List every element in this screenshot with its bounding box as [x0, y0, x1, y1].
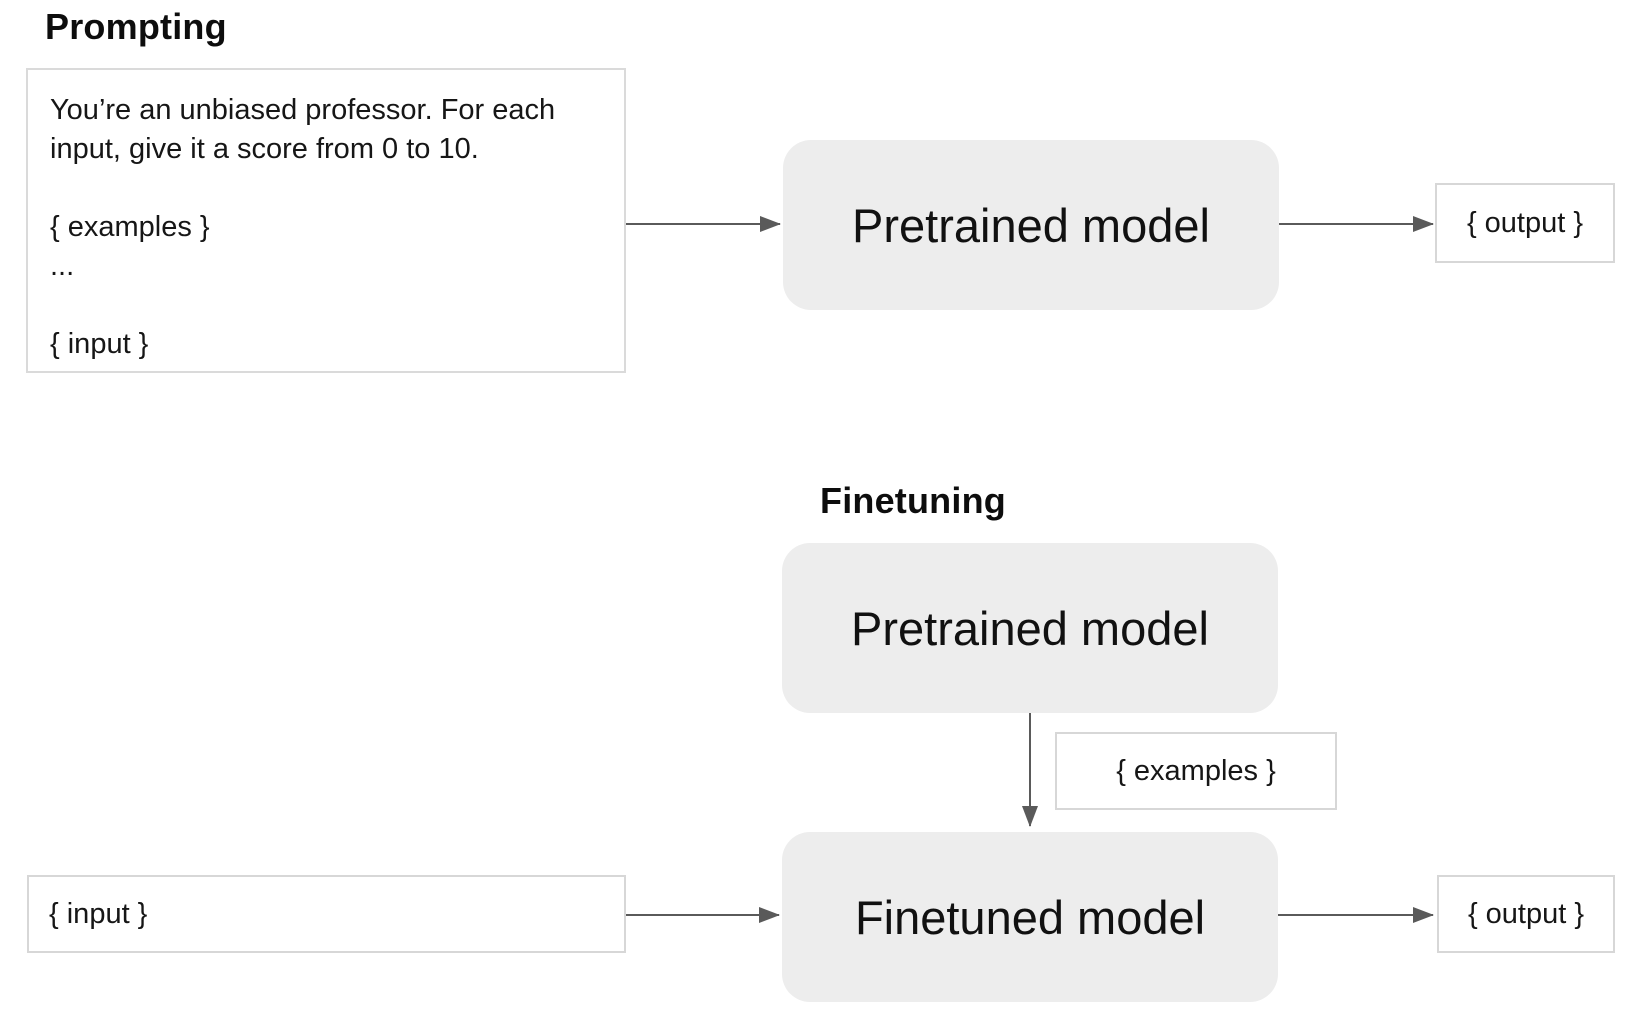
- prompting-section-heading: Prompting: [45, 6, 227, 47]
- output-label: { output }: [1466, 206, 1584, 239]
- pretrained-model-label: Pretrained model: [851, 601, 1209, 655]
- examples-box-finetuning: { examples }: [1055, 732, 1337, 810]
- prompt-line-ellipsis: ...: [50, 250, 75, 282]
- prompt-line-examples: { examples }: [50, 211, 210, 243]
- pretrained-model-box-finetuning: Pretrained model: [782, 543, 1278, 713]
- prompt-line: [50, 286, 602, 325]
- prompt-line: [50, 169, 602, 208]
- input-box-finetuning: { input }: [27, 875, 626, 953]
- output-box-prompting: { output }: [1435, 183, 1615, 263]
- output-box-finetuning: { output }: [1437, 875, 1615, 953]
- finetuning-section-heading: Finetuning: [820, 480, 1006, 521]
- output-label: { output }: [1467, 897, 1585, 930]
- finetuned-model-label: Finetuned model: [854, 890, 1206, 944]
- prompt-line: input, give it a score from 0 to 10.: [50, 133, 479, 165]
- prompt-line: You’re an unbiased professor. For each: [50, 94, 556, 126]
- examples-label: { examples }: [1116, 754, 1276, 787]
- input-label: { input }: [49, 897, 148, 930]
- pretrained-model-box-prompting: Pretrained model: [783, 140, 1279, 310]
- prompt-text-box: You’re an unbiased professor. For each i…: [26, 68, 626, 373]
- prompt-line-input: { input }: [50, 328, 149, 360]
- pretrained-model-label: Pretrained model: [852, 198, 1210, 252]
- finetuned-model-box: Finetuned model: [782, 832, 1278, 1002]
